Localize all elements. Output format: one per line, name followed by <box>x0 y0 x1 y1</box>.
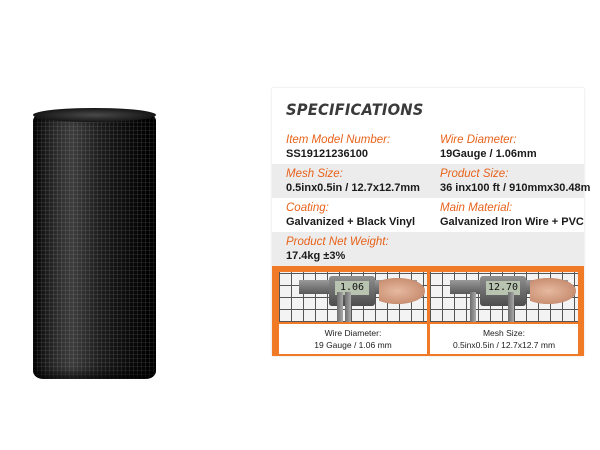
thumb-image <box>530 278 576 304</box>
spec-row-3: Coating: Galvanized + Black Vinyl Main M… <box>272 198 584 232</box>
spec-value: 17.4kg ±3% <box>286 250 346 262</box>
mesh-size-photo: 12.70 <box>430 272 578 322</box>
spec-label: Main Material: <box>440 202 513 214</box>
spec-value: 0.5inx0.5in / 12.7x12.7mm <box>286 182 420 194</box>
spec-row-4: Product Net Weight: 17.4kg ±3% <box>272 232 584 266</box>
caption-title: Mesh Size: <box>482 328 526 338</box>
spec-label: Wire Diameter: <box>440 134 517 146</box>
caliper-jaw <box>337 292 343 322</box>
spec-label: Product Size: <box>440 168 509 180</box>
spec-value: SS19121236100 <box>286 148 368 160</box>
spec-value: Galvanized + Black Vinyl <box>286 216 416 228</box>
wire-diameter-photo: 1.06 <box>279 272 427 322</box>
caliper-jaw <box>508 292 514 322</box>
caption-value: 19 Gauge / 1.06 mm <box>314 340 392 350</box>
spec-value: 19Gauge / 1.06mm <box>440 148 537 160</box>
wire-diameter-caption: Wire Diameter: 19 Gauge / 1.06 mm <box>279 324 427 354</box>
thumb-image <box>379 278 425 304</box>
spec-value: Galvanized Iron Wire + PVC <box>440 216 584 228</box>
specifications-title: SPECIFICATIONS <box>286 100 424 119</box>
mesh-roll-top <box>33 108 156 122</box>
caliper-readout: 12.70 <box>486 281 520 295</box>
spec-row-1: Item Model Number: SS19121236100 Wire Di… <box>272 130 584 164</box>
mesh-roll-image <box>33 113 156 379</box>
caliper-readout: 1.06 <box>335 281 369 295</box>
caption-title: Wire Diameter: <box>324 328 382 338</box>
spec-label: Product Net Weight: <box>286 236 389 248</box>
spec-row-2: Mesh Size: 0.5inx0.5in / 12.7x12.7mm Pro… <box>272 164 590 198</box>
mesh-size-caption: Mesh Size: 0.5inx0.5in / 12.7x12.7 mm <box>430 324 578 354</box>
spec-value: 36 inx100 ft / 910mmx30.48m <box>440 182 591 194</box>
spec-label: Item Model Number: <box>286 134 391 146</box>
specifications-card: SPECIFICATIONS Item Model Number: SS1912… <box>272 88 590 356</box>
caliper-jaw <box>345 292 351 322</box>
spec-label: Mesh Size: <box>286 168 343 180</box>
caliper-jaw <box>470 292 476 322</box>
caption-value: 0.5inx0.5in / 12.7x12.7 mm <box>452 340 556 350</box>
spec-label: Coating: <box>286 202 329 214</box>
